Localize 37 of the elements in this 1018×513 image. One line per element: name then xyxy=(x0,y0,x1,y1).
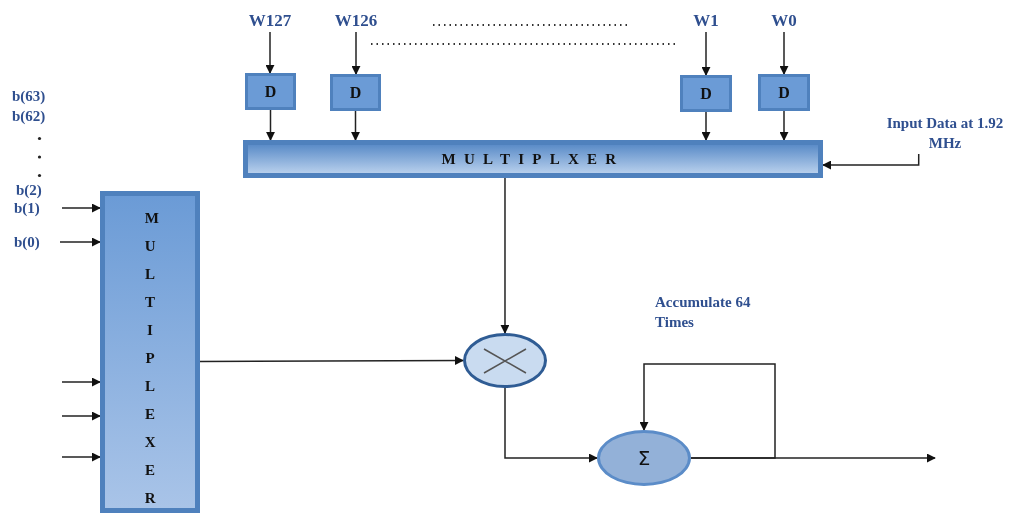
summation-circle: Σ xyxy=(597,430,691,486)
arrow xyxy=(199,356,464,366)
delay-box: D xyxy=(245,73,296,110)
arrow xyxy=(61,203,101,213)
note-label: Accumulate 64 Times xyxy=(655,293,752,332)
signal-label: b(0) xyxy=(14,233,60,251)
arrow xyxy=(639,363,776,459)
multiplexer-block: MULTIPLEXER xyxy=(100,191,200,513)
delay-box: D xyxy=(330,74,381,111)
note-label: b(2) xyxy=(16,181,42,200)
arrow xyxy=(61,452,101,462)
signal-label: W127 xyxy=(235,10,305,32)
signal-label: W1 xyxy=(676,10,736,32)
arrow xyxy=(351,110,360,141)
arrow xyxy=(61,411,101,421)
input-label: Input Data at 1.92 MHz xyxy=(872,112,1018,154)
note-label: b(62) xyxy=(12,107,46,126)
signal-label: W0 xyxy=(754,10,814,32)
note-label: b(63) xyxy=(12,87,46,106)
arrow xyxy=(504,387,598,463)
arrow xyxy=(351,31,361,75)
arrow xyxy=(59,237,101,247)
arrow xyxy=(779,110,789,141)
arrow xyxy=(690,453,936,463)
arrow xyxy=(266,109,275,141)
signal-label: W126 xyxy=(321,10,391,32)
arrow xyxy=(265,31,275,74)
arrow xyxy=(701,111,711,141)
arrow xyxy=(61,377,101,387)
arrow xyxy=(500,177,510,334)
multiplexer-block: MULTIPLXER xyxy=(243,140,823,178)
delay-box: D xyxy=(758,74,810,111)
signal-label: b(1) xyxy=(14,199,62,217)
arrow xyxy=(701,31,711,76)
arrow xyxy=(822,153,920,170)
delay-box: D xyxy=(680,75,732,112)
arrow xyxy=(779,31,789,75)
